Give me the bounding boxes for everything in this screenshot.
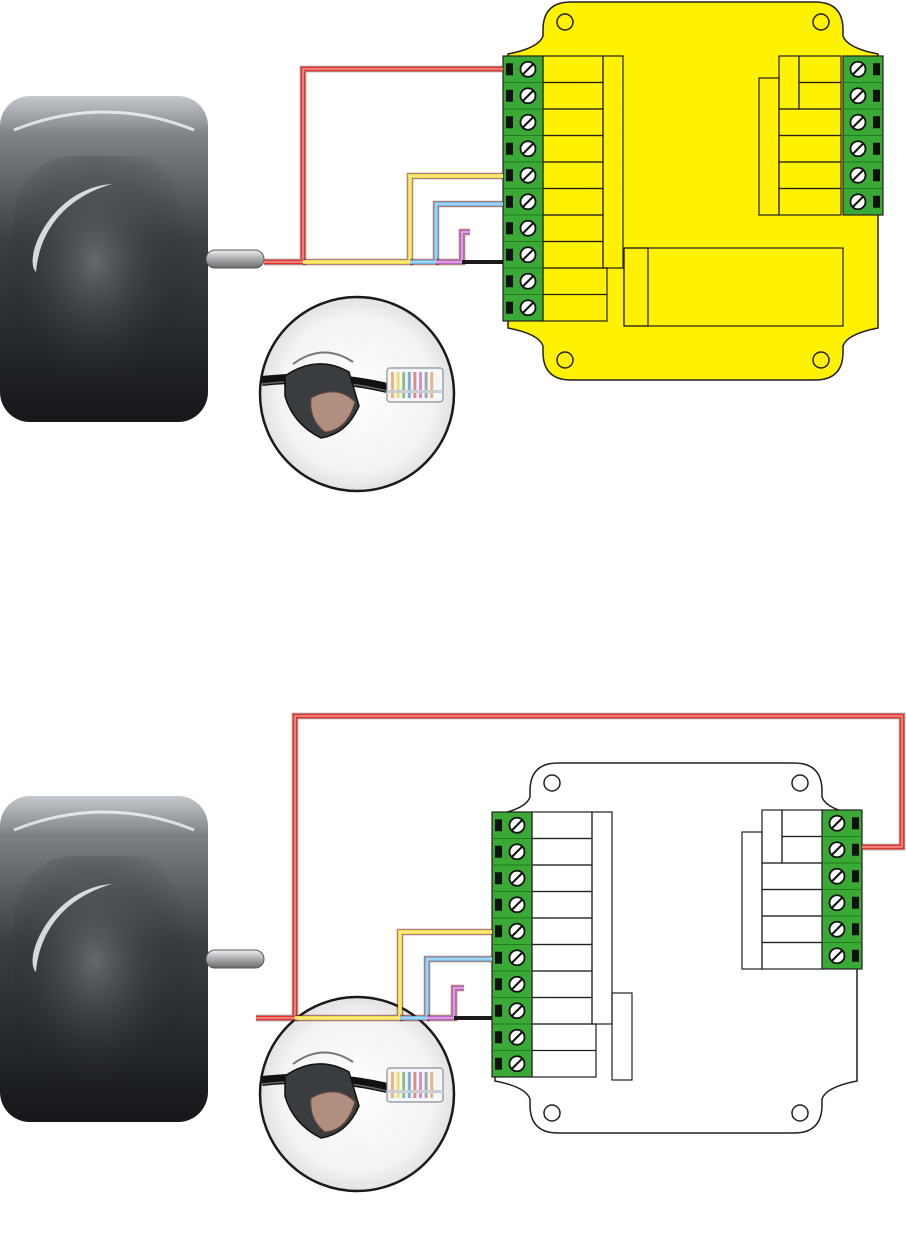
terminal-screw-icon — [851, 141, 866, 156]
terminal-screw-icon — [510, 897, 525, 912]
left-terminal-block — [492, 812, 532, 1077]
terminal-slot — [495, 1058, 502, 1070]
terminal-slot — [852, 897, 859, 909]
terminal-slot — [506, 222, 513, 234]
terminal-slot — [852, 923, 859, 935]
rj45-ferrite-connector-icon — [260, 997, 454, 1191]
terminal-slot — [873, 143, 880, 155]
terminal-slot — [495, 846, 502, 858]
terminal-screw-icon — [851, 88, 866, 103]
terminal-screw-icon — [830, 948, 845, 963]
terminal-screw-icon — [510, 844, 525, 859]
terminal-slot — [495, 1031, 502, 1043]
terminal-screw-icon — [830, 922, 845, 937]
terminal-screw-icon — [521, 168, 536, 183]
terminal-slot — [506, 302, 513, 314]
terminal-slot — [873, 169, 880, 181]
terminal-screw-icon — [510, 977, 525, 992]
terminal-slot — [495, 1005, 502, 1017]
terminal-slot — [495, 899, 502, 911]
terminal-screw-icon — [851, 194, 866, 209]
terminal-screw-icon — [521, 300, 536, 315]
terminal-screw-icon — [510, 871, 525, 886]
terminal-slot — [506, 169, 513, 181]
rj45-ferrite-connector-icon — [260, 297, 454, 491]
terminal-screw-icon — [510, 1003, 525, 1018]
terminal-slot — [495, 925, 502, 937]
terminal-slot — [506, 143, 513, 155]
terminal-screw-icon — [510, 1030, 525, 1045]
terminal-slot — [506, 116, 513, 128]
terminal-screw-icon — [510, 818, 525, 833]
terminal-screw-icon — [521, 141, 536, 156]
terminal-screw-icon — [521, 221, 536, 236]
terminal-slot — [873, 63, 880, 75]
terminal-screw-icon — [830, 816, 845, 831]
terminal-slot — [506, 249, 513, 261]
right-terminal-block — [843, 56, 883, 215]
terminal-screw-icon — [521, 247, 536, 262]
rj45-plug — [387, 368, 443, 402]
terminal-screw-icon — [830, 842, 845, 857]
terminal-screw-icon — [521, 88, 536, 103]
left-terminal-block — [503, 56, 543, 321]
wire-purple — [436, 232, 470, 262]
controller-housing-yellow — [508, 2, 878, 380]
terminal-screw-icon — [851, 168, 866, 183]
terminal-screw-icon — [510, 1056, 525, 1071]
terminal-screw-icon — [851, 62, 866, 77]
terminal-slot — [506, 196, 513, 208]
reader-cable-stub — [206, 950, 264, 968]
terminal-screw-icon — [830, 895, 845, 910]
terminal-slot — [852, 870, 859, 882]
terminal-slot — [873, 90, 880, 102]
proximity-reader-icon — [0, 96, 264, 422]
controller-housing — [508, 2, 878, 380]
terminal-screw-icon — [851, 115, 866, 130]
terminal-screw-icon — [521, 194, 536, 209]
terminal-slot — [495, 978, 502, 990]
terminal-screw-icon — [521, 62, 536, 77]
terminal-slot — [506, 63, 513, 75]
rj45-plug — [387, 1068, 443, 1102]
terminal-screw-icon — [830, 869, 845, 884]
reader-cable-stub — [206, 250, 264, 268]
terminal-slot — [852, 950, 859, 962]
wiring-diagram-yellow-controller — [0, 2, 883, 491]
terminal-screw-icon — [521, 274, 536, 289]
wire-blue — [410, 204, 503, 262]
terminal-slot — [873, 116, 880, 128]
terminal-screw-icon — [521, 115, 536, 130]
terminal-slot — [495, 952, 502, 964]
terminal-slot — [506, 90, 513, 102]
terminal-slot — [852, 844, 859, 856]
proximity-reader-icon — [0, 796, 264, 1122]
terminal-slot — [506, 275, 513, 287]
wire-blue — [400, 959, 492, 1018]
terminal-slot — [873, 196, 880, 208]
wire-yellow — [303, 176, 503, 262]
terminal-slot — [495, 819, 502, 831]
wiring-diagram-white-controller — [0, 716, 902, 1191]
right-terminal-block — [822, 810, 862, 969]
terminal-screw-icon — [510, 924, 525, 939]
terminal-slot — [852, 817, 859, 829]
terminal-screw-icon — [510, 950, 525, 965]
wire-purple — [427, 988, 464, 1018]
terminal-slot — [495, 872, 502, 884]
